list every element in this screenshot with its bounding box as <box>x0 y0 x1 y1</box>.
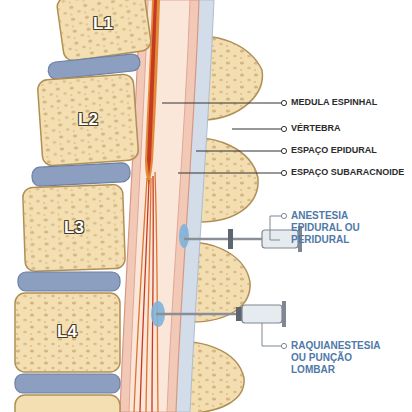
vertebral-column <box>15 0 152 412</box>
structure-label: ESPAÇO EPIDURAL <box>291 145 377 156</box>
epidural-injection <box>179 224 189 248</box>
leader-lines <box>162 103 281 346</box>
epidural-syringe <box>184 226 302 252</box>
procedure-label: ANESTESIA EPIDURAL OU PERIDURAL <box>291 210 369 246</box>
vertebra-label: L1 <box>93 14 113 34</box>
structure-label: ESPAÇO SUBARACNOIDE <box>291 167 404 178</box>
vertebra-label: L4 <box>57 322 77 342</box>
structure-label: VÉRTEBRA <box>291 123 341 134</box>
cauda-equina <box>134 172 158 412</box>
leader-dots <box>281 100 286 348</box>
structure-label: MEDULA ESPINHAL <box>291 97 377 108</box>
vertebra-label: L2 <box>78 110 98 130</box>
procedure-label: RAQUIANESTESIA OU PUNÇÃO LOMBAR <box>291 340 391 376</box>
spinal-syringe <box>156 301 286 327</box>
vertebra-label: L3 <box>64 218 84 238</box>
